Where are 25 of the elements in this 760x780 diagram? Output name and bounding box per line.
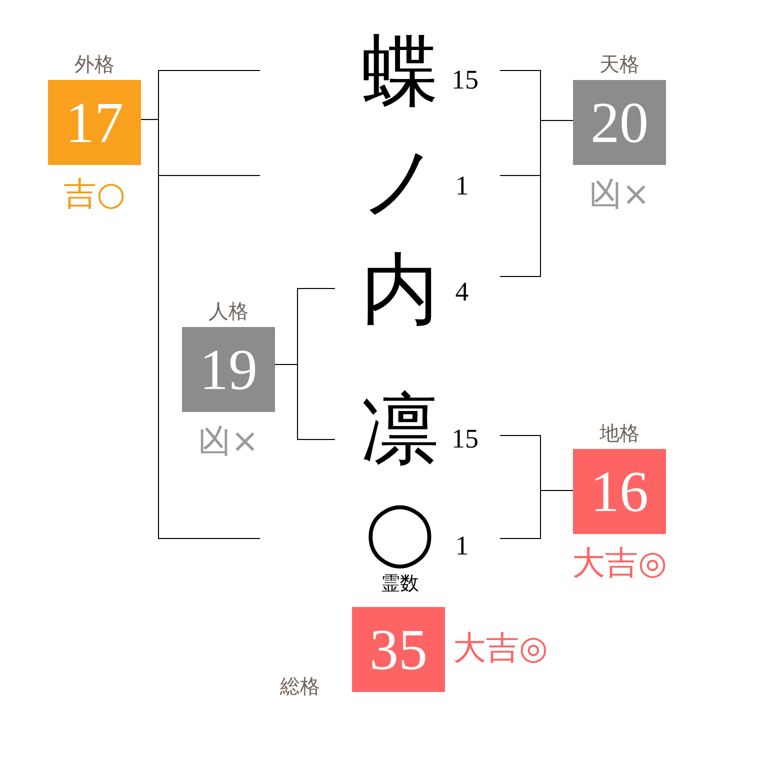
fortune-verdict: 凶× xyxy=(589,177,650,210)
score-number: 16 xyxy=(590,462,648,520)
category-label: 外格 xyxy=(74,54,114,74)
score-number: 17 xyxy=(66,94,124,152)
category-label: 天格 xyxy=(600,54,640,74)
fortune-verdict: 吉○ xyxy=(64,177,126,210)
category-label: 地格 xyxy=(600,423,640,443)
stroke-count: 4 xyxy=(455,278,469,306)
stroke-count: 15 xyxy=(452,426,478,452)
name-character: ノ xyxy=(360,143,440,221)
fortune-verdict: 大吉◎ xyxy=(453,631,548,664)
category-label: 総格 xyxy=(280,676,320,696)
name-character: 内 xyxy=(361,251,439,329)
name-character: 凛 xyxy=(361,391,439,469)
name-character: 蝶 xyxy=(361,33,439,111)
category-label: 人格 xyxy=(208,301,248,321)
stroke-count: 1 xyxy=(455,532,469,560)
fortune-verdict: 大吉◎ xyxy=(572,546,667,579)
stroke-count: 1 xyxy=(455,172,469,200)
score-number: 19 xyxy=(200,340,258,398)
score-number: 20 xyxy=(590,94,648,152)
score-number: 35 xyxy=(370,620,428,678)
caption-label: 霊数 xyxy=(381,574,419,594)
stroke-count: 15 xyxy=(452,66,478,94)
fortune-verdict: 凶× xyxy=(198,424,259,457)
